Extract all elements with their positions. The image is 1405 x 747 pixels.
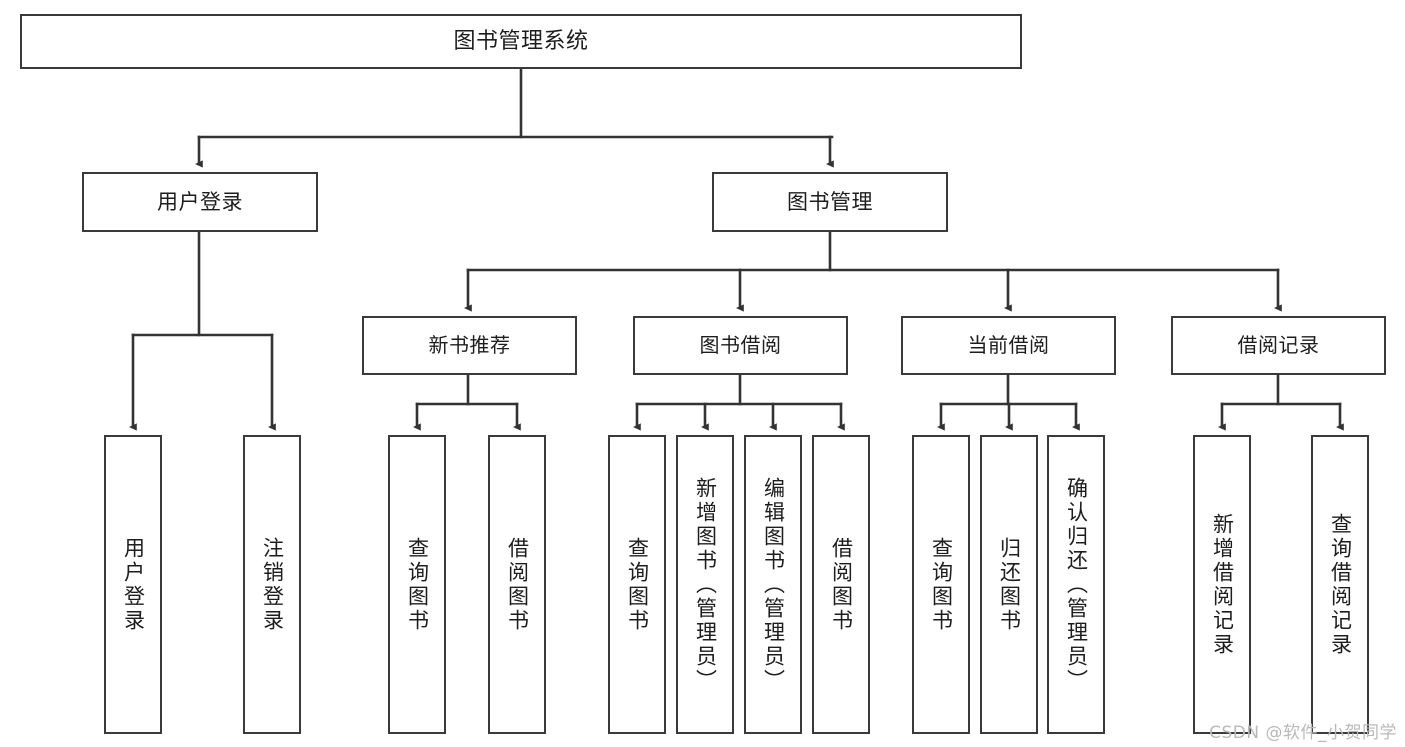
node-label: 用户登录	[121, 536, 146, 633]
leaf-borrowrecord-add-record[interactable]: 新增借阅记录	[1193, 435, 1251, 734]
node-book-borrow[interactable]: 图书借阅	[633, 316, 848, 375]
leaf-borrowrecord-query-record[interactable]: 查询借阅记录	[1311, 435, 1369, 734]
node-user-login[interactable]: 用户登录	[82, 172, 318, 232]
node-label: 归还图书	[997, 536, 1022, 633]
node-label: 确认归还（管理员）	[1064, 476, 1089, 693]
node-label: 借阅图书	[505, 536, 530, 633]
node-new-book-recommend[interactable]: 新书推荐	[362, 316, 577, 375]
leaf-currentborrow-return-book[interactable]: 归还图书	[980, 435, 1038, 734]
node-label: 新增借阅记录	[1210, 512, 1235, 657]
node-label: 借阅记录	[1237, 332, 1320, 357]
node-label: 查询图书	[625, 536, 650, 633]
node-label: 用户登录	[157, 189, 243, 214]
leaf-bookborrow-query-book[interactable]: 查询图书	[608, 435, 666, 734]
leaf-currentborrow-query-book[interactable]: 查询图书	[912, 435, 970, 734]
node-label: 查询图书	[405, 536, 430, 633]
node-label: 注销登录	[260, 536, 285, 633]
node-root-system[interactable]: 图书管理系统	[20, 14, 1022, 69]
watermark-text: CSDN @软件_小贺同学	[1209, 723, 1397, 743]
leaf-user-login[interactable]: 用户登录	[104, 435, 162, 734]
node-label: 查询图书	[929, 536, 954, 633]
leaf-bookborrow-borrow-book[interactable]: 借阅图书	[812, 435, 870, 734]
node-label: 新增图书（管理员）	[693, 476, 718, 693]
leaf-bookborrow-add-book-admin[interactable]: 新增图书（管理员）	[676, 435, 734, 734]
node-label: 图书管理系统	[453, 28, 589, 54]
node-label: 编辑图书（管理员）	[761, 476, 786, 693]
node-borrow-record[interactable]: 借阅记录	[1171, 316, 1386, 375]
node-current-borrow[interactable]: 当前借阅	[901, 316, 1116, 375]
node-label: 借阅图书	[829, 536, 854, 633]
leaf-newbook-query-book[interactable]: 查询图书	[388, 435, 446, 734]
node-label: 查询借阅记录	[1328, 512, 1353, 657]
leaf-currentborrow-confirm-return-admin[interactable]: 确认归还（管理员）	[1047, 435, 1105, 734]
leaf-newbook-borrow-book[interactable]: 借阅图书	[488, 435, 546, 734]
leaf-bookborrow-edit-book-admin[interactable]: 编辑图书（管理员）	[744, 435, 802, 734]
node-label: 图书借阅	[699, 332, 782, 357]
node-label: 新书推荐	[428, 332, 511, 357]
node-label: 当前借阅	[967, 332, 1050, 357]
node-label: 图书管理	[787, 189, 873, 214]
leaf-logout[interactable]: 注销登录	[243, 435, 301, 734]
node-book-management[interactable]: 图书管理	[712, 172, 948, 232]
